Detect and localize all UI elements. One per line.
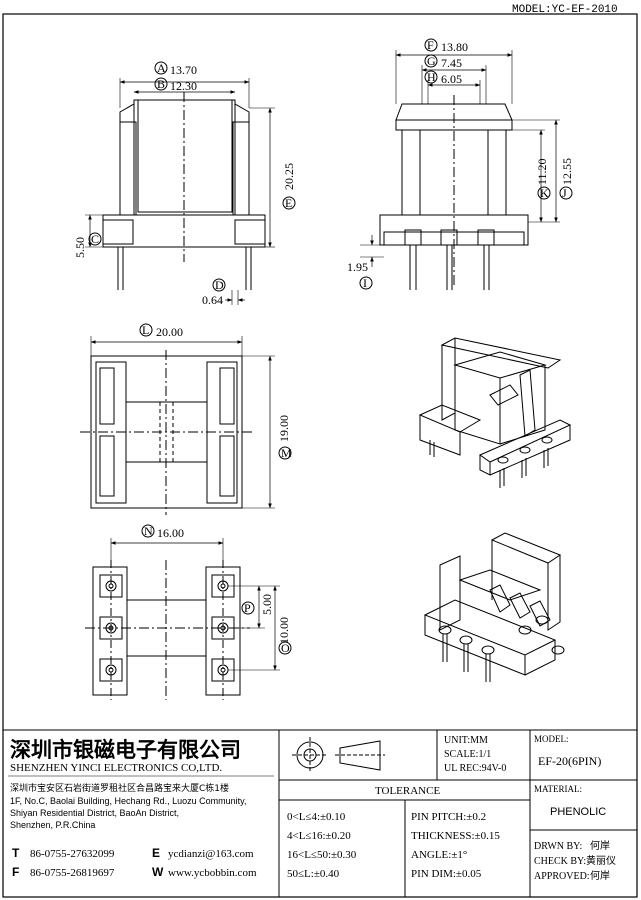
bottom-view [85,538,280,700]
dim-H: H 6.05 [424,70,462,86]
pin-dim: PIN DIM:±0.05 [411,868,482,880]
web-label: W [152,865,164,879]
material-label: MATERIAL: [534,784,582,794]
svg-text:O: O [281,641,290,655]
approved-label: APPROVED: [534,871,590,882]
dim-G: G 7.45 [424,54,462,70]
approved-name: 何岸 [590,869,610,882]
fax-label: F [12,865,19,879]
svg-text:1.95: 1.95 [347,260,368,274]
dim-C: 5.50 C [73,232,102,258]
svg-text:16.00: 16.00 [157,526,184,540]
title-block [3,729,637,897]
address-cn: 深圳市宝安区石岩街道罗租社区合昌路宝来大厦C栋1楼 [10,782,229,794]
thickness: THICKNESS:±0.15 [411,830,500,842]
check-by-name: 黄丽仪 [586,854,616,867]
angle: ANGLE:±1° [411,849,467,861]
svg-text:L: L [142,323,149,337]
svg-text:H: H [427,70,436,84]
isometric-view-top [418,337,572,488]
svg-text:A: A [157,61,166,75]
company-name-en: SHENZHEN YINCI ELECTRONICS CO,LTD. [10,762,222,774]
svg-text:F: F [427,38,434,52]
svg-text:P: P [244,601,251,615]
svg-text:11.20: 11.20 [535,158,549,185]
svg-text:E: E [285,196,292,210]
svg-text:J: J [562,186,567,200]
check-by-label: CHECK BY: [534,856,586,867]
svg-text:G: G [427,54,436,68]
tel-number: 86-0755-27632099 [30,848,115,860]
scale: SCALE:1/1 [444,749,491,760]
svg-text:5.00: 5.00 [260,594,274,615]
sheet-border [2,13,638,898]
svg-text:M: M [281,446,292,460]
model-label: MODEL: [534,734,569,744]
svg-text:12.55: 12.55 [560,158,574,185]
tol-row-4: 50≤L:±0.40 [287,868,340,880]
svg-text:13.70: 13.70 [170,63,197,77]
svg-text:10.00: 10.00 [277,617,291,644]
top-view [80,336,275,515]
drawn-by-label: DRWN BY: [534,841,582,852]
svg-text:C: C [91,232,99,246]
dim-F: F 13.80 [424,38,468,54]
dim-B: B 12.30 [154,77,197,93]
dim-N: N 16.00 [141,524,184,540]
isometric-view-bottom [423,532,565,682]
dim-K: 11.20 K [535,158,551,200]
tolerance-title: TOLERANCE [375,785,440,797]
svg-text:20.25: 20.25 [282,163,296,190]
email-value: ycdianzi@163.com [168,848,254,860]
web-value: www.ycbobbin.com [168,867,257,879]
svg-text:13.80: 13.80 [441,40,468,54]
front-view [85,78,275,305]
dim-A: A 13.70 [154,61,197,77]
svg-text:6.05: 6.05 [441,72,462,86]
ul-rec: UL REC:94V-0 [444,763,506,774]
model-header: MODEL:YC-EF-2010 [512,4,618,16]
dim-M: 19.00 M [277,415,292,460]
pin-pitch: PIN PITCH:±0.2 [411,811,486,823]
address-en-1: 1F, No.C, Baolai Building, Hechang Rd., … [10,796,246,806]
dim-D: D 0.64 [202,278,226,307]
dim-I: 1.95 I [347,260,373,290]
svg-text:19.00: 19.00 [277,415,291,442]
side-view [360,50,560,290]
svg-text:5.50: 5.50 [73,237,87,258]
dim-O: 10.00 O [277,617,292,655]
dim-P: P 5.00 [241,594,274,615]
svg-text:D: D [215,278,224,292]
address-en-3: Shenzhen, P.R.China [10,820,95,830]
unit: UNIT:MM [444,735,488,746]
dim-J: 12.55 J [559,158,574,200]
model-value: EF-20(6PIN) [538,754,601,768]
svg-text:20.00: 20.00 [156,325,183,339]
svg-text:B: B [157,77,165,91]
svg-text:K: K [540,186,549,200]
svg-text:I: I [363,276,367,290]
svg-text:12.30: 12.30 [170,79,197,93]
svg-text:0.64: 0.64 [202,293,223,307]
email-label: E [152,846,160,860]
drawn-by-name: 何岸 [590,839,610,852]
material-value: PHENOLIC [550,806,606,818]
svg-text:7.45: 7.45 [441,56,462,70]
dim-L: L 20.00 [139,323,183,339]
address-en-2: Shiyan Residential District, BaoAn Distr… [10,808,179,818]
company-name-cn: 深圳市银磁电子有限公司 [10,738,241,762]
tol-row-2: 4<L≤16:±0.20 [287,830,351,842]
svg-text:N: N [144,524,153,538]
tol-row-3: 16<L≤50:±0.30 [287,849,357,861]
tel-label: T [12,846,20,860]
dim-E: 20.25 E [282,163,296,210]
tol-row-1: 0<L≤4:±0.10 [287,811,346,823]
fax-number: 86-0755-26819697 [30,867,115,879]
